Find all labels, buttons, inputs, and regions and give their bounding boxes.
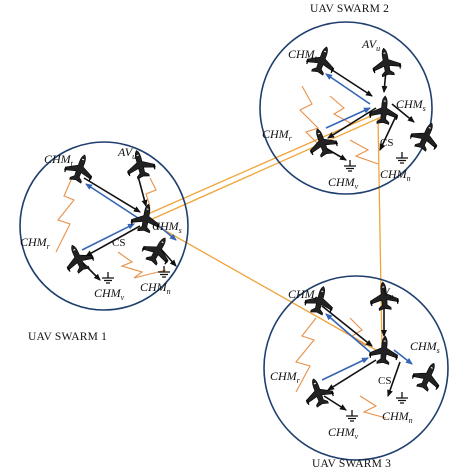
- swarm-3-uav-n-icon: [408, 356, 448, 396]
- swarm-3-boundary: [263, 275, 449, 461]
- swarm-2-label-chm-r: CHMr: [262, 127, 293, 143]
- swarm-1-links: [81, 175, 177, 281]
- swarm-1-label-av-u: AVu: [117, 145, 136, 161]
- inter-swarm-links: [147, 111, 389, 351]
- swarm-1-label-chm-s: CHMs: [152, 219, 182, 235]
- swarm-2-interference: [299, 85, 379, 165]
- swarm-1-boundary: [19, 141, 189, 311]
- swarm-3-uav-r-icon: [299, 373, 337, 411]
- swarm-2-ground-n-icon: [395, 151, 409, 164]
- swarm-1-label-chm-n: CHMn: [140, 280, 171, 296]
- swarm-1-label-chm-r: CHMr: [20, 235, 51, 251]
- swarm-2-ground-v-icon: [343, 159, 357, 172]
- link-s1-s3: [149, 221, 377, 351]
- swarm-2-cs-label: CS: [380, 137, 393, 149]
- swarm-1-label-chm-v: CHMv: [94, 286, 125, 302]
- swarm-2-label-chm-s: CHMs: [396, 97, 426, 113]
- swarm-1-caption: UAV SWARM 1: [28, 331, 107, 343]
- swarm-2-label-av-u: AVu: [361, 37, 380, 53]
- swarm-3-links: [321, 304, 413, 411]
- swarm-2: CHMt AVu CHMs CHMr CS CHMv CHMn UAV SWAR…: [259, 3, 446, 195]
- swarm-3-ground-n-icon: [395, 391, 409, 404]
- swarm-2-caption: UAV SWARM 2: [310, 3, 389, 15]
- link-s1-s2-b: [149, 113, 389, 221]
- swarm-2-label-chm-n: CHMn: [380, 167, 411, 183]
- swarm-3: CHMt Vu CHMs CHMr CS CHMv CHMn UAV SWARM…: [263, 275, 449, 470]
- swarm-2-label-chm-v: CHMv: [328, 175, 359, 191]
- swarm-1-ground-v-icon: [101, 271, 115, 284]
- swarm-3-interference: [295, 317, 387, 419]
- swarm-1: CHMt AVu CHMs CHMr CS CHMv CHMn UAV SWAR…: [19, 141, 189, 343]
- swarm-3-label-chm-n: CHMn: [382, 409, 413, 425]
- swarm-1-label-chm-t: CHMt: [44, 152, 74, 168]
- swarm-2-label-chm-t: CHMt: [288, 47, 318, 63]
- swarm-3-label-av-u: Vu: [382, 285, 393, 301]
- swarm-2-uav-r-icon: [303, 123, 341, 161]
- swarm-3-ground-v-icon: [345, 409, 359, 422]
- swarm-2-uav-n-icon: [406, 116, 446, 156]
- swarm-3-caption: UAV SWARM 3: [312, 458, 391, 470]
- swarm-1-cs-label: CS: [112, 237, 125, 249]
- swarm-1-ground-n-icon: [157, 265, 171, 278]
- swarm-1-interference: [55, 177, 167, 279]
- swarm-3-label-chm-s: CHMs: [410, 339, 440, 355]
- link-s2-s3: [377, 117, 383, 349]
- swarm-3-label-chm-t: CHMt: [288, 287, 318, 303]
- swarm-3-cs-label: CS: [378, 375, 391, 387]
- swarm-2-boundary: [259, 21, 433, 195]
- swarm-3-label-chm-r: CHMr: [270, 369, 301, 385]
- swarm-3-label-chm-v: CHMv: [328, 425, 359, 441]
